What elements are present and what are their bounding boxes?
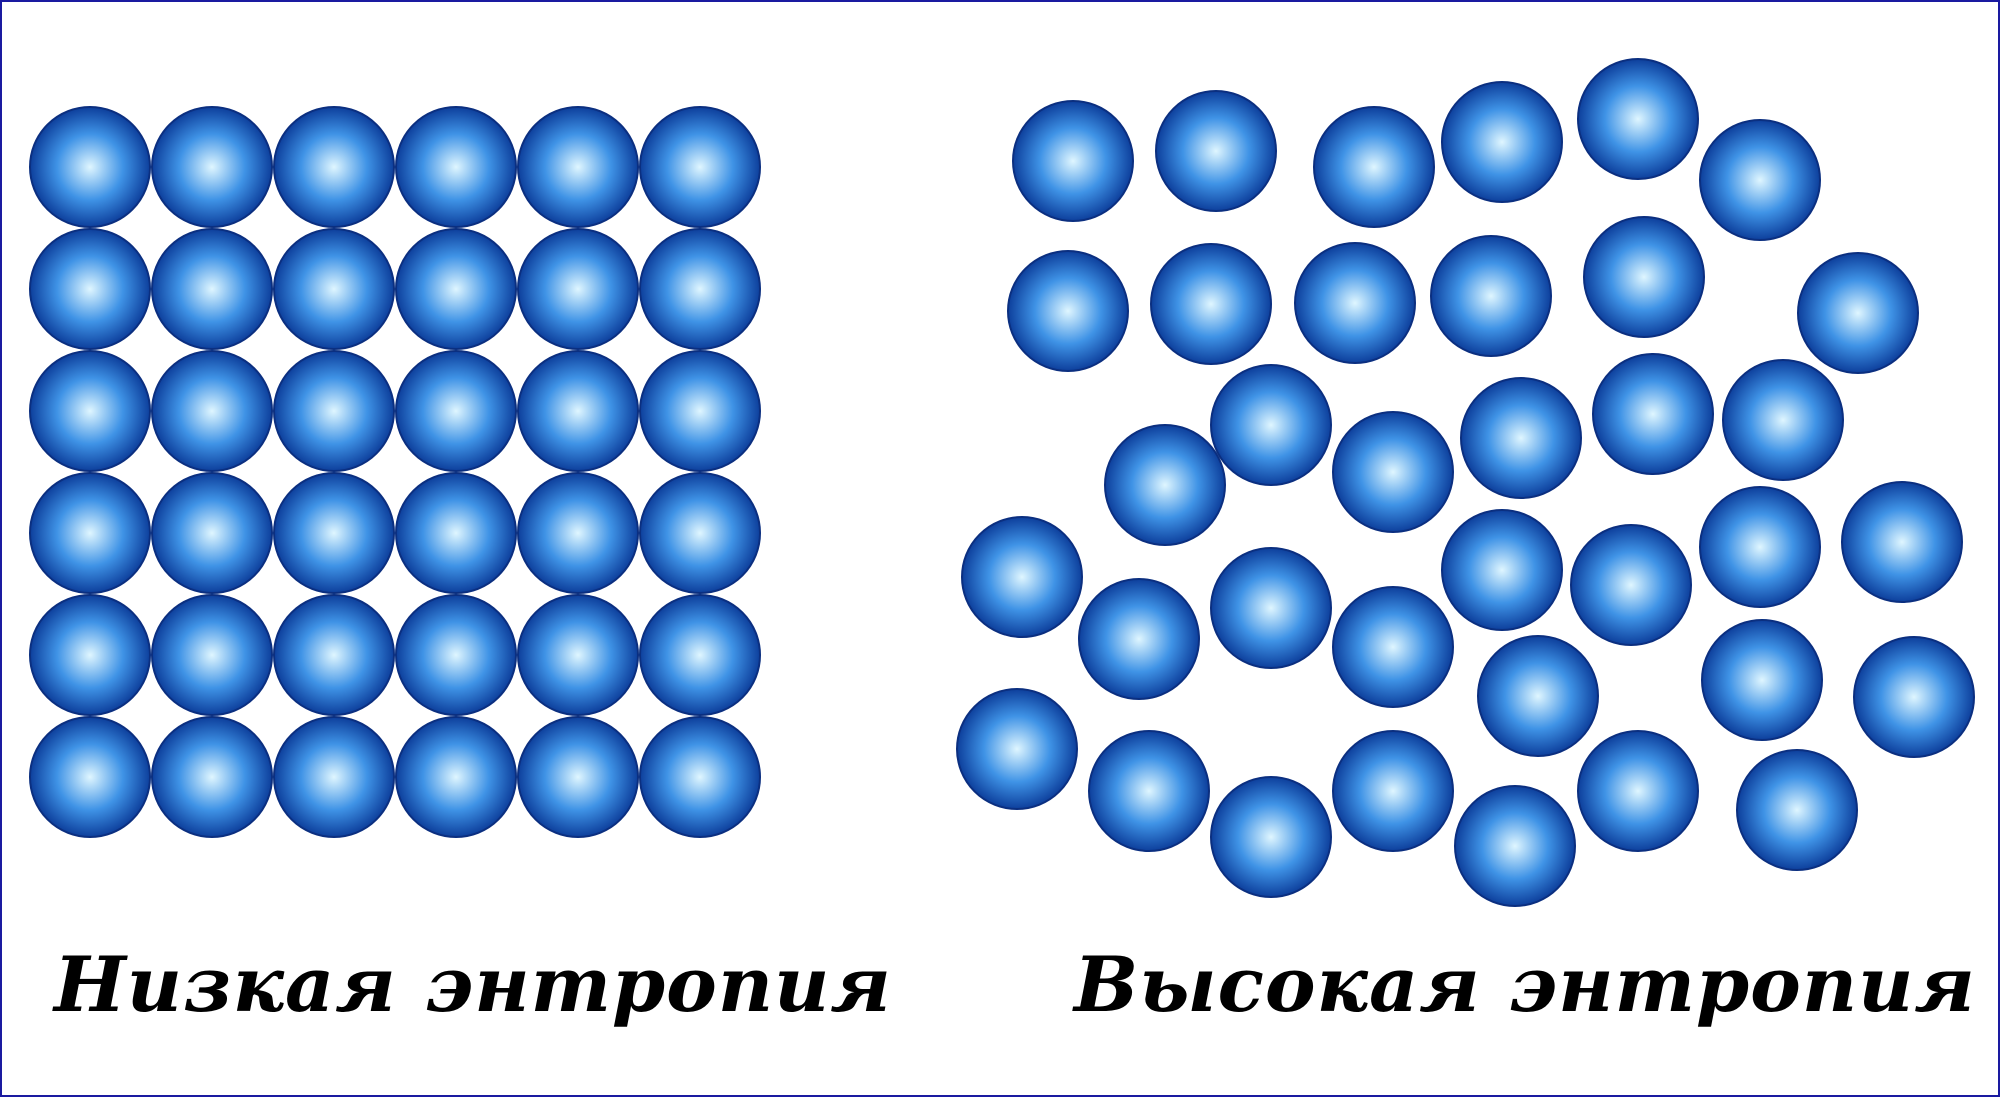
disordered-particle (1078, 578, 1200, 700)
disordered-particle (1210, 776, 1332, 898)
disordered-particle (1294, 242, 1416, 364)
ordered-particle (29, 716, 151, 838)
ordered-particle (517, 594, 639, 716)
disordered-particle (1007, 250, 1129, 372)
ordered-particle (639, 106, 761, 228)
ordered-particle (151, 716, 273, 838)
ordered-particle (29, 350, 151, 472)
disordered-particle (1577, 58, 1699, 180)
ordered-particle (639, 594, 761, 716)
ordered-particle (517, 350, 639, 472)
ordered-particle (517, 716, 639, 838)
disordered-particle (1441, 509, 1563, 631)
disordered-particle (961, 516, 1083, 638)
disordered-particle (1460, 377, 1582, 499)
disordered-particle (1210, 547, 1332, 669)
disordered-particle (1155, 90, 1277, 212)
disordered-particle (1477, 635, 1599, 757)
ordered-particle (273, 716, 395, 838)
low-entropy-caption: Низкая энтропия (54, 940, 892, 1029)
disordered-particle (1583, 216, 1705, 338)
ordered-particle (395, 228, 517, 350)
disordered-particle (1088, 730, 1210, 852)
ordered-particle (151, 106, 273, 228)
ordered-particle (639, 350, 761, 472)
disordered-particle (1701, 619, 1823, 741)
disordered-particle (1104, 424, 1226, 546)
disordered-particle (1150, 243, 1272, 365)
ordered-particle (395, 472, 517, 594)
ordered-particle (639, 228, 761, 350)
disordered-particle (1012, 100, 1134, 222)
disordered-particle (1722, 359, 1844, 481)
ordered-particle (517, 472, 639, 594)
ordered-particle (639, 472, 761, 594)
low-entropy-ordered-particles (29, 106, 761, 838)
disordered-particle (1699, 486, 1821, 608)
ordered-particle (273, 228, 395, 350)
ordered-particle (273, 106, 395, 228)
disordered-particle (1210, 364, 1332, 486)
ordered-particle (273, 472, 395, 594)
ordered-particle (395, 106, 517, 228)
ordered-particle (151, 350, 273, 472)
ordered-particle (151, 228, 273, 350)
disordered-particle (1332, 730, 1454, 852)
ordered-particle (29, 228, 151, 350)
disordered-particle (1441, 81, 1563, 203)
disordered-particle (1592, 353, 1714, 475)
disordered-particle (1313, 106, 1435, 228)
ordered-particle (151, 594, 273, 716)
disordered-particle (1841, 481, 1963, 603)
ordered-particle (151, 472, 273, 594)
ordered-particle (517, 228, 639, 350)
disordered-particle (1577, 730, 1699, 852)
ordered-particle (29, 594, 151, 716)
disordered-particle (956, 688, 1078, 810)
disordered-particle (1853, 636, 1975, 758)
ordered-particle (273, 350, 395, 472)
ordered-particle (29, 472, 151, 594)
disordered-particle (1570, 524, 1692, 646)
ordered-particle (29, 106, 151, 228)
disordered-particle (1454, 785, 1576, 907)
disordered-particle (1699, 119, 1821, 241)
disordered-particle (1332, 411, 1454, 533)
ordered-particle (517, 106, 639, 228)
high-entropy-disordered-particles (956, 58, 1975, 907)
disordered-particle (1797, 252, 1919, 374)
ordered-particle (273, 594, 395, 716)
ordered-particle (639, 716, 761, 838)
ordered-particle (395, 716, 517, 838)
high-entropy-caption: Высокая энтропия (1074, 940, 1976, 1029)
disordered-particle (1332, 586, 1454, 708)
disordered-particle (1430, 235, 1552, 357)
ordered-particle (395, 594, 517, 716)
ordered-particle (395, 350, 517, 472)
disordered-particle (1736, 749, 1858, 871)
